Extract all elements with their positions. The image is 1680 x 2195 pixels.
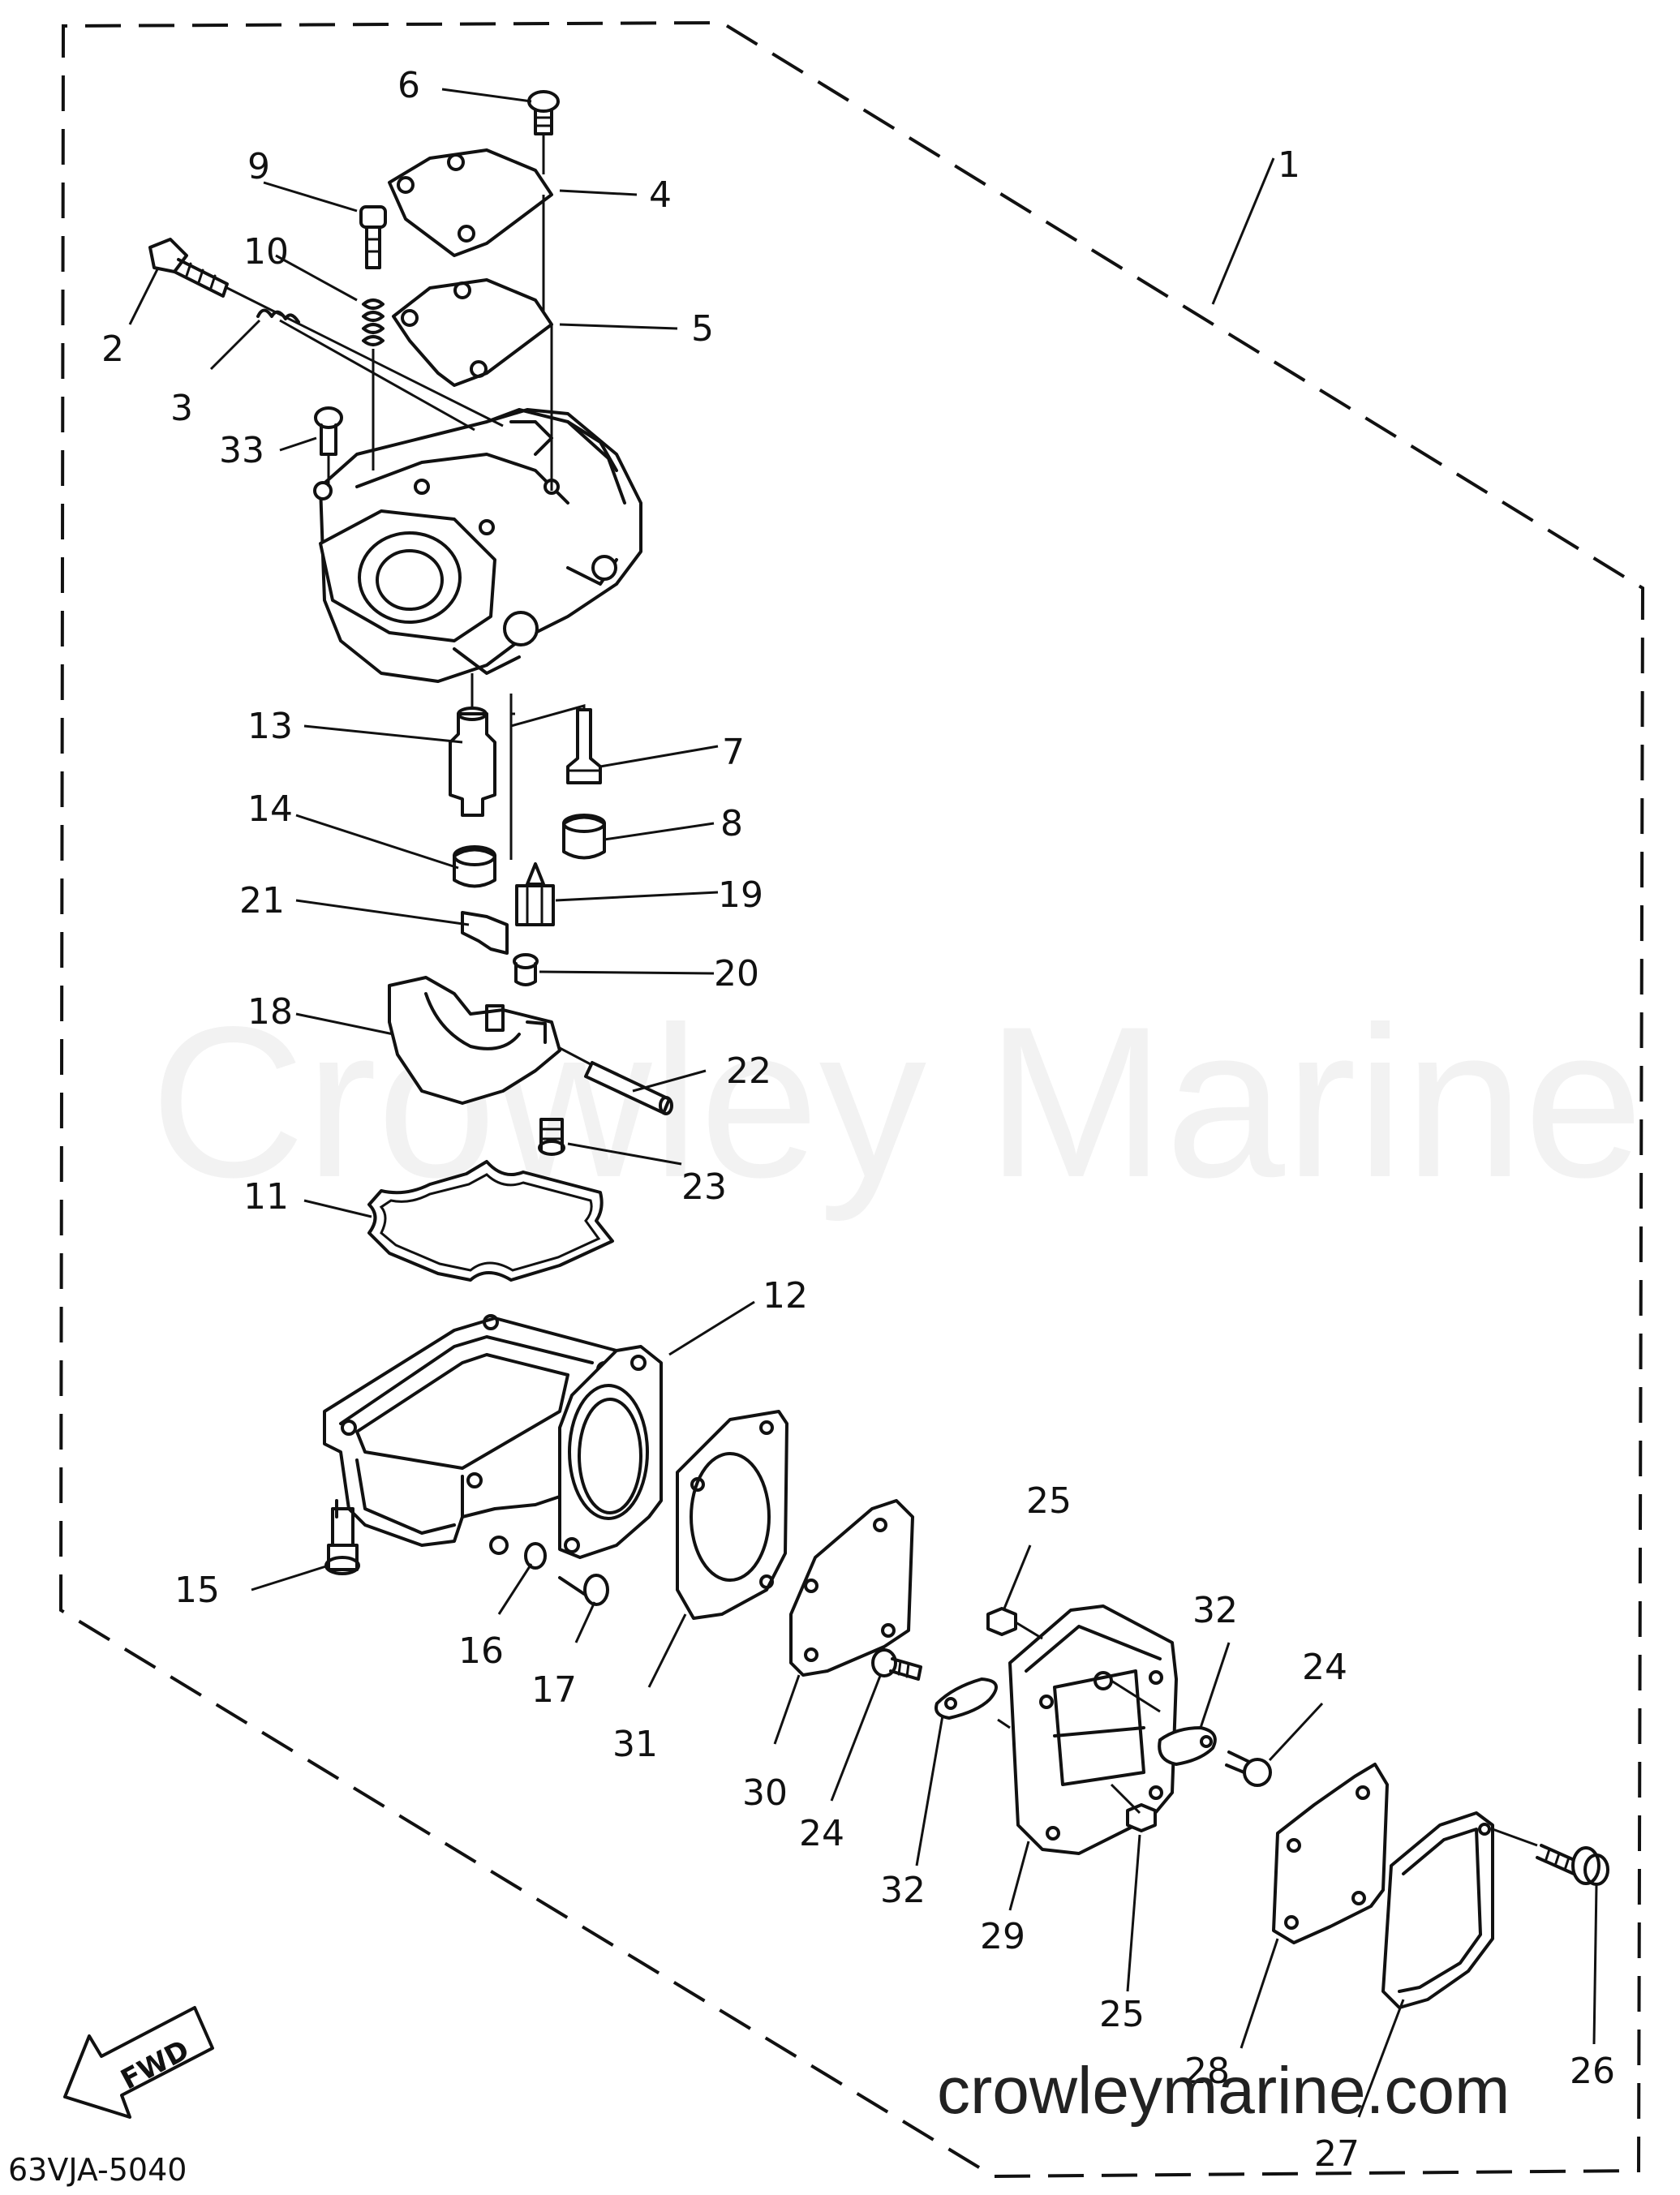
- part-15-drain-screw: [324, 1499, 360, 1575]
- carburetor-body: [313, 408, 642, 683]
- part-25-nut-top: [986, 1607, 1017, 1636]
- part-label: 9: [247, 146, 270, 187]
- part-label: 6: [397, 65, 420, 106]
- part-label: 25: [1099, 1994, 1145, 2035]
- part-19-needle-valve: [515, 862, 555, 926]
- part-label: 1: [1278, 144, 1300, 186]
- part-label: 4: [649, 174, 672, 216]
- part-label: 29: [980, 1916, 1025, 1957]
- part-label: 7: [722, 732, 745, 773]
- part-label: 33: [219, 430, 264, 471]
- part-28-diaphragm: [1272, 1763, 1389, 1944]
- part-33-screw: [314, 406, 343, 456]
- part-25-nut-bottom: [1126, 1803, 1157, 1832]
- part-5-gasket: [392, 278, 553, 387]
- part-24-screw-left: [871, 1648, 922, 1681]
- part-32-valve-right: [1158, 1726, 1217, 1766]
- part-label: 30: [742, 1772, 788, 1814]
- part-label: 21: [239, 880, 285, 921]
- part-20-screw: [513, 953, 539, 986]
- part-26-screw: [1536, 1844, 1609, 1886]
- part-label: 27: [1314, 2133, 1360, 2175]
- site-url: crowleymarine.com: [937, 2054, 1510, 2128]
- part-21-clip: [461, 911, 509, 955]
- part-23-screw: [538, 1118, 565, 1156]
- part-12-float-bowl: [323, 1314, 663, 1559]
- part-6-screw: [527, 90, 560, 135]
- part-label: 19: [718, 874, 763, 916]
- part-label: 24: [1302, 1647, 1347, 1688]
- part-label: 26: [1570, 2051, 1615, 2092]
- part-18-float: [388, 976, 561, 1105]
- part-label: 13: [247, 706, 293, 747]
- part-label: 25: [1026, 1480, 1072, 1522]
- part-label: 8: [720, 803, 743, 844]
- part-9-screw: [359, 205, 387, 269]
- part-label: 16: [458, 1630, 504, 1672]
- part-label: 11: [243, 1176, 289, 1218]
- part-label: 31: [612, 1724, 658, 1765]
- part-label: 18: [247, 991, 293, 1033]
- part-7-jet: [566, 708, 602, 784]
- part-label: 12: [763, 1275, 808, 1317]
- part-2-screw: [148, 238, 229, 298]
- part-16-washer: [524, 1542, 547, 1570]
- part-10-spring: [362, 299, 385, 346]
- part-4-cover: [388, 148, 553, 257]
- part-label: 28: [1184, 2051, 1230, 2092]
- part-8-plug: [562, 814, 606, 860]
- part-label: 14: [247, 788, 293, 830]
- part-label: 23: [681, 1166, 727, 1208]
- part-label: 17: [531, 1669, 577, 1711]
- assembly-boundary: [58, 20, 1645, 2179]
- part-24-screw-right: [1225, 1750, 1272, 1787]
- part-14-seal: [453, 845, 496, 888]
- part-label: 32: [1192, 1590, 1238, 1631]
- part-13-nozzle: [449, 707, 496, 817]
- part-label: 24: [799, 1813, 844, 1854]
- watermark: Crowley Marine: [150, 982, 1643, 1223]
- part-label: 5: [691, 308, 714, 350]
- part-label: 2: [101, 329, 124, 370]
- fwd-arrow-icon: FWD: [63, 2006, 214, 2119]
- part-label: 15: [174, 1570, 220, 1611]
- part-27-cover: [1381, 1811, 1494, 2009]
- part-32-valve-left: [935, 1677, 998, 1720]
- part-label: 20: [714, 953, 759, 994]
- diagram-code: 63VJA-5040: [8, 2152, 187, 2188]
- part-label: 10: [243, 231, 289, 273]
- part-label: 22: [726, 1050, 771, 1092]
- part-label: 32: [880, 1870, 926, 1911]
- part-label: 3: [170, 388, 193, 429]
- part-29-pump-body: [1008, 1604, 1178, 1855]
- part-17-screw: [558, 1574, 609, 1606]
